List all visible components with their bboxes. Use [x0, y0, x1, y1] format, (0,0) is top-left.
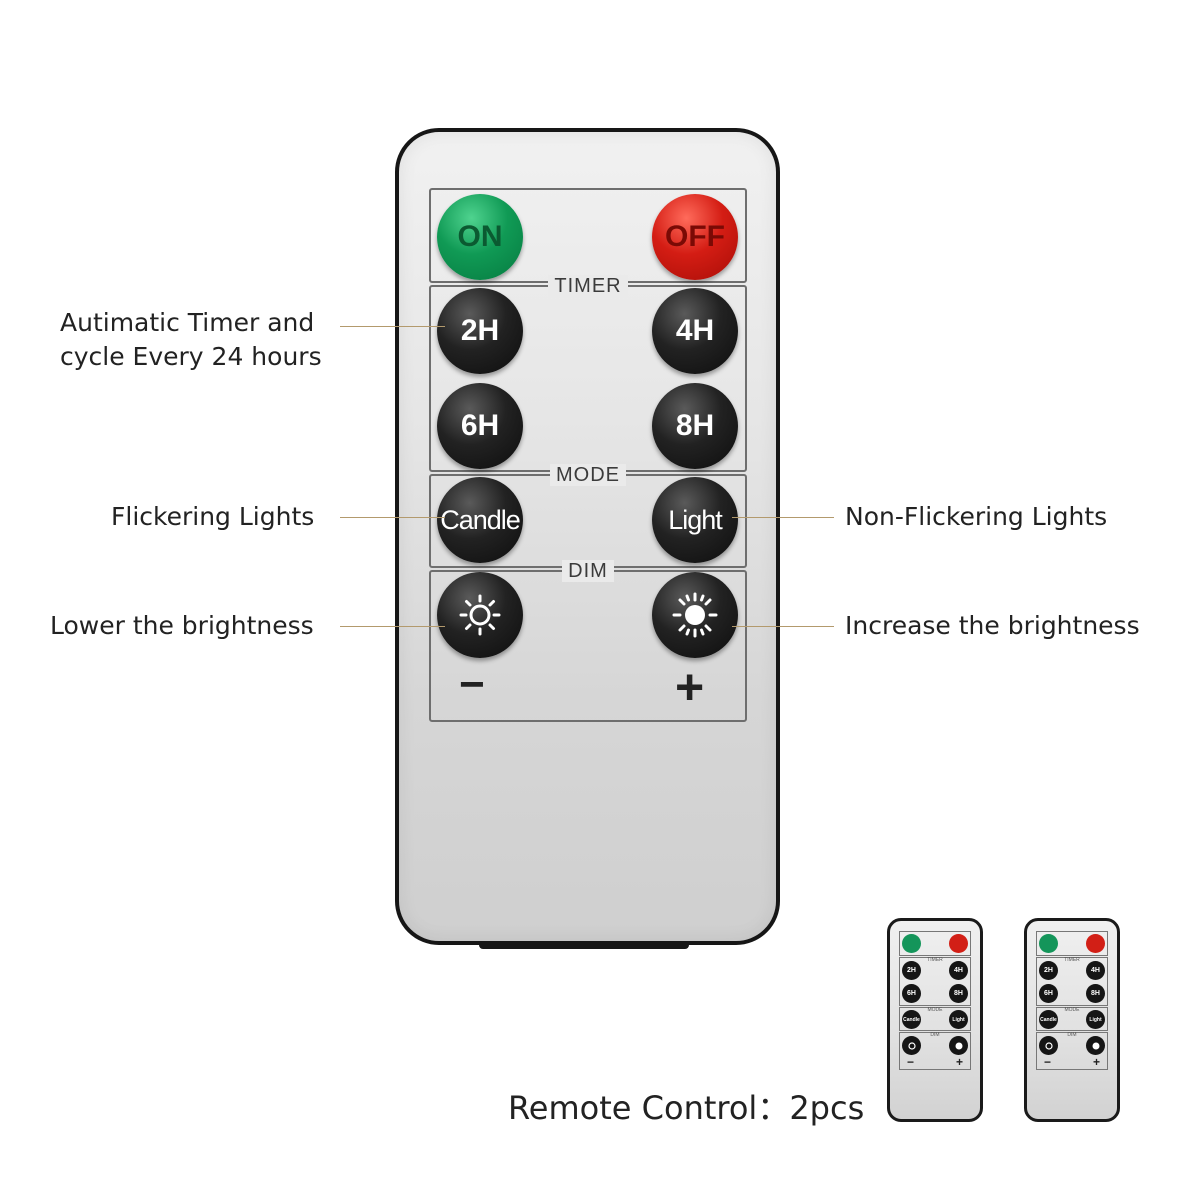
light-button[interactable]: Light — [652, 477, 738, 563]
flicker-callout: Flickering Lights — [111, 502, 315, 531]
mini-candle-button: Candle — [902, 1010, 921, 1029]
dim-up-button[interactable] — [652, 572, 738, 658]
mini-dim-section: DIM − + — [1036, 1032, 1108, 1070]
mini-remote-1: TIMER 2H 4H 6H 8H MODE Candle Light DIM … — [887, 918, 983, 1122]
mode-title: MODE — [550, 464, 626, 486]
timer-callout-line1: Autimatic Timer and — [60, 308, 315, 337]
timer-callout-line2: cycle Every 24 hours — [60, 342, 322, 371]
on-button[interactable]: ON — [437, 194, 523, 280]
mini-2h-button: 2H — [1039, 961, 1058, 980]
mini-6h-button: 6H — [902, 984, 921, 1003]
mini-off-button — [1086, 934, 1105, 953]
lower-callout: Lower the brightness — [50, 611, 314, 640]
sun-filled-icon — [672, 592, 718, 638]
mini-8h-button: 8H — [949, 984, 968, 1003]
mini-timer-section: TIMER 2H 4H 6H 8H — [899, 957, 971, 1006]
timer-4h-label: 4H — [675, 314, 715, 347]
increase-callout: Increase the brightness — [845, 611, 1140, 640]
mini-plus-sign: + — [956, 1055, 964, 1069]
timer-2h-button[interactable]: 2H — [437, 288, 523, 374]
sun-outline-icon — [459, 594, 501, 636]
mini-remote-2: TIMER 2H 4H 6H 8H MODE Candle Light DIM … — [1024, 918, 1120, 1122]
timer-8h-label: 8H — [675, 409, 715, 442]
mini-on-button — [902, 934, 921, 953]
dim-down-button[interactable] — [437, 572, 523, 658]
timer-title: TIMER — [548, 275, 628, 297]
mini-plus-sign: + — [1093, 1055, 1101, 1069]
timer-4h-button[interactable]: 4H — [652, 288, 738, 374]
timer-8h-button[interactable]: 8H — [652, 383, 738, 469]
mini-timer-section: TIMER 2H 4H 6H 8H — [1036, 957, 1108, 1006]
mini-2h-button: 2H — [902, 961, 921, 980]
mini-candle-button: Candle — [1039, 1010, 1058, 1029]
off-button-label: OFF — [665, 220, 725, 253]
candle-button[interactable]: Candle — [437, 477, 523, 563]
mini-off-button — [949, 934, 968, 953]
mini-power-section — [1036, 931, 1108, 956]
mini-sun-outline-icon — [1044, 1041, 1053, 1050]
non-flicker-callout-line — [732, 517, 834, 518]
mini-sun-filled-icon — [1092, 1042, 1099, 1049]
mini-dim-down-button — [902, 1036, 921, 1055]
mini-timer-title: TIMER — [927, 957, 943, 963]
timer-2h-label: 2H — [460, 314, 500, 347]
lower-callout-line — [340, 626, 445, 627]
dim-title: DIM — [562, 560, 614, 582]
flicker-callout-line — [340, 517, 445, 518]
mode-section: MODE Candle Light — [429, 464, 747, 568]
dim-section: DIM — [429, 560, 747, 722]
mini-power-section — [899, 931, 971, 956]
plus-sign: + — [675, 659, 705, 715]
mini-mode-section: MODE Candle Light — [899, 1007, 971, 1031]
mini-dim-section: DIM − + — [899, 1032, 971, 1070]
mini-sun-filled-icon — [955, 1042, 962, 1049]
mini-dim-up-button — [949, 1036, 968, 1055]
mini-mode-title: MODE — [1064, 1007, 1080, 1013]
mini-dim-title: DIM — [1067, 1032, 1077, 1038]
mini-light-button: Light — [949, 1010, 968, 1029]
mini-dim-up-button — [1086, 1036, 1105, 1055]
caption: Remote Control：2pcs — [508, 1089, 865, 1127]
light-button-label: Light — [668, 504, 723, 535]
mini-minus-sign: − — [1044, 1055, 1052, 1069]
mini-on-button — [1039, 934, 1058, 953]
minus-sign: − — [459, 660, 485, 709]
mini-4h-button: 4H — [949, 961, 968, 980]
timer-6h-label: 6H — [460, 409, 500, 442]
mini-8h-button: 8H — [1086, 984, 1105, 1003]
mini-sun-outline-icon — [907, 1041, 916, 1050]
increase-callout-line — [732, 626, 834, 627]
mini-mode-title: MODE — [927, 1007, 943, 1013]
mini-light-button: Light — [1086, 1010, 1105, 1029]
mini-minus-sign: − — [907, 1055, 915, 1069]
timer-callout-line — [340, 326, 445, 327]
non-flicker-callout: Non-Flickering Lights — [845, 502, 1108, 531]
mini-6h-button: 6H — [1039, 984, 1058, 1003]
candle-button-label: Candle — [440, 504, 521, 535]
off-button[interactable]: OFF — [652, 194, 738, 280]
mini-dim-down-button — [1039, 1036, 1058, 1055]
mini-4h-button: 4H — [1086, 961, 1105, 980]
remote-bottom-notch — [479, 941, 689, 949]
mini-dim-title: DIM — [930, 1032, 940, 1038]
timer-6h-button[interactable]: 6H — [437, 383, 523, 469]
remote-control: ON OFF TIMER 2H 4H 6H 8H MODE Candle Lig… — [395, 128, 780, 949]
timer-section: TIMER 2H 4H 6H 8H — [429, 275, 747, 472]
mini-timer-title: TIMER — [1064, 957, 1080, 963]
power-section: ON OFF — [429, 188, 747, 283]
on-button-label: ON — [457, 220, 503, 253]
mini-mode-section: MODE Candle Light — [1036, 1007, 1108, 1031]
